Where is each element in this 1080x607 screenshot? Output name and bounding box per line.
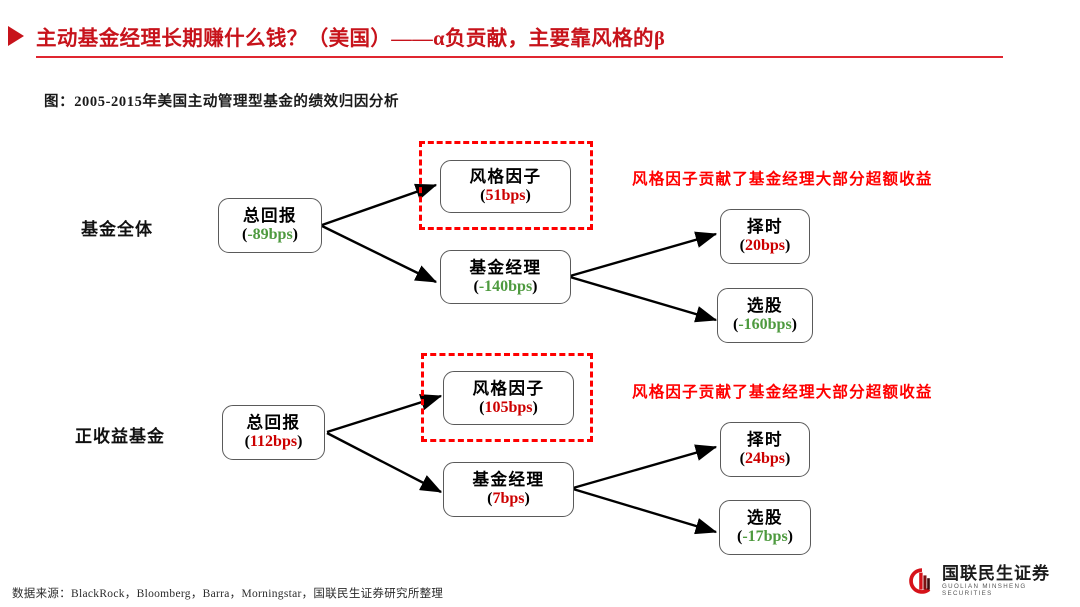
title-underline xyxy=(36,56,1003,58)
highlight-frame-style-factor-positive xyxy=(421,353,593,442)
node-title: 择时 xyxy=(747,217,783,237)
node-value: (112bps) xyxy=(244,433,303,451)
node-title: 选股 xyxy=(747,508,783,528)
node-title: 择时 xyxy=(747,430,783,450)
node-title: 选股 xyxy=(747,296,783,316)
node-value: (-17bps) xyxy=(736,528,793,546)
node-value: (105bps) xyxy=(479,398,538,416)
node-total-return-all[interactable]: 总回报 (-89bps) xyxy=(218,198,322,253)
section-label-positive-funds: 正收益基金 xyxy=(75,427,165,446)
node-selection-all[interactable]: 选股 (-160bps) xyxy=(717,288,813,343)
node-value: (24bps) xyxy=(739,450,791,468)
page-header: 主动基金经理长期赚什么钱？（美国）——α负贡献，主要靠风格的β xyxy=(0,0,1080,62)
node-title: 总回报 xyxy=(246,413,301,433)
annotation-style-factor-all: 风格因子贡献了基金经理大部分超额收益 xyxy=(632,171,933,188)
node-title: 风格因子 xyxy=(472,378,545,398)
page-title: 主动基金经理长期赚什么钱？（美国）——α负贡献，主要靠风格的β xyxy=(36,28,666,50)
node-value: (-160bps) xyxy=(732,316,797,334)
node-title: 基金经理 xyxy=(472,470,545,490)
node-fund-manager-all[interactable]: 基金经理 (-140bps) xyxy=(440,250,571,304)
highlight-frame-style-factor-all xyxy=(419,141,593,230)
brand-logo: 国联民生证券 GUOLIAN MINSHENG SECURITIES xyxy=(908,564,1072,598)
logo-name-en: GUOLIAN MINSHENG SECURITIES xyxy=(942,583,1027,597)
annotation-style-factor-positive: 风格因子贡献了基金经理大部分超额收益 xyxy=(632,384,933,401)
node-title: 风格因子 xyxy=(469,167,542,187)
node-selection-positive[interactable]: 选股 (-17bps) xyxy=(719,500,811,555)
guolian-minsheng-logo-icon xyxy=(908,567,936,595)
logo-wordmark: 国联民生证券 GUOLIAN MINSHENG SECURITIES xyxy=(942,565,1072,596)
figure-caption: 图：2005-2015年美国主动管理型基金的绩效归因分析 xyxy=(44,94,400,110)
node-value: (20bps) xyxy=(739,237,791,255)
triangle-right-icon xyxy=(8,26,24,46)
logo-name-cn: 国联民生证券 xyxy=(942,564,1050,584)
node-value: (7bps) xyxy=(487,490,530,508)
node-total-return-positive[interactable]: 总回报 (112bps) xyxy=(222,405,325,460)
node-title: 总回报 xyxy=(243,206,297,226)
node-style-factor-positive[interactable]: 风格因子 (105bps) xyxy=(443,371,574,425)
node-title: 基金经理 xyxy=(469,257,542,277)
node-value: (-89bps) xyxy=(241,226,298,244)
node-style-factor-all[interactable]: 风格因子 (51bps) xyxy=(440,160,571,213)
section-label-all-funds: 基金全体 xyxy=(81,220,153,239)
node-timing-all[interactable]: 择时 (20bps) xyxy=(720,209,810,264)
node-fund-manager-positive[interactable]: 基金经理 (7bps) xyxy=(443,462,574,517)
node-value: (51bps) xyxy=(480,187,531,205)
source-note: 数据来源：BlackRock，Bloomberg，Barra，Morningst… xyxy=(12,588,444,600)
node-timing-positive[interactable]: 择时 (24bps) xyxy=(720,422,810,477)
node-value: (-140bps) xyxy=(473,277,538,295)
